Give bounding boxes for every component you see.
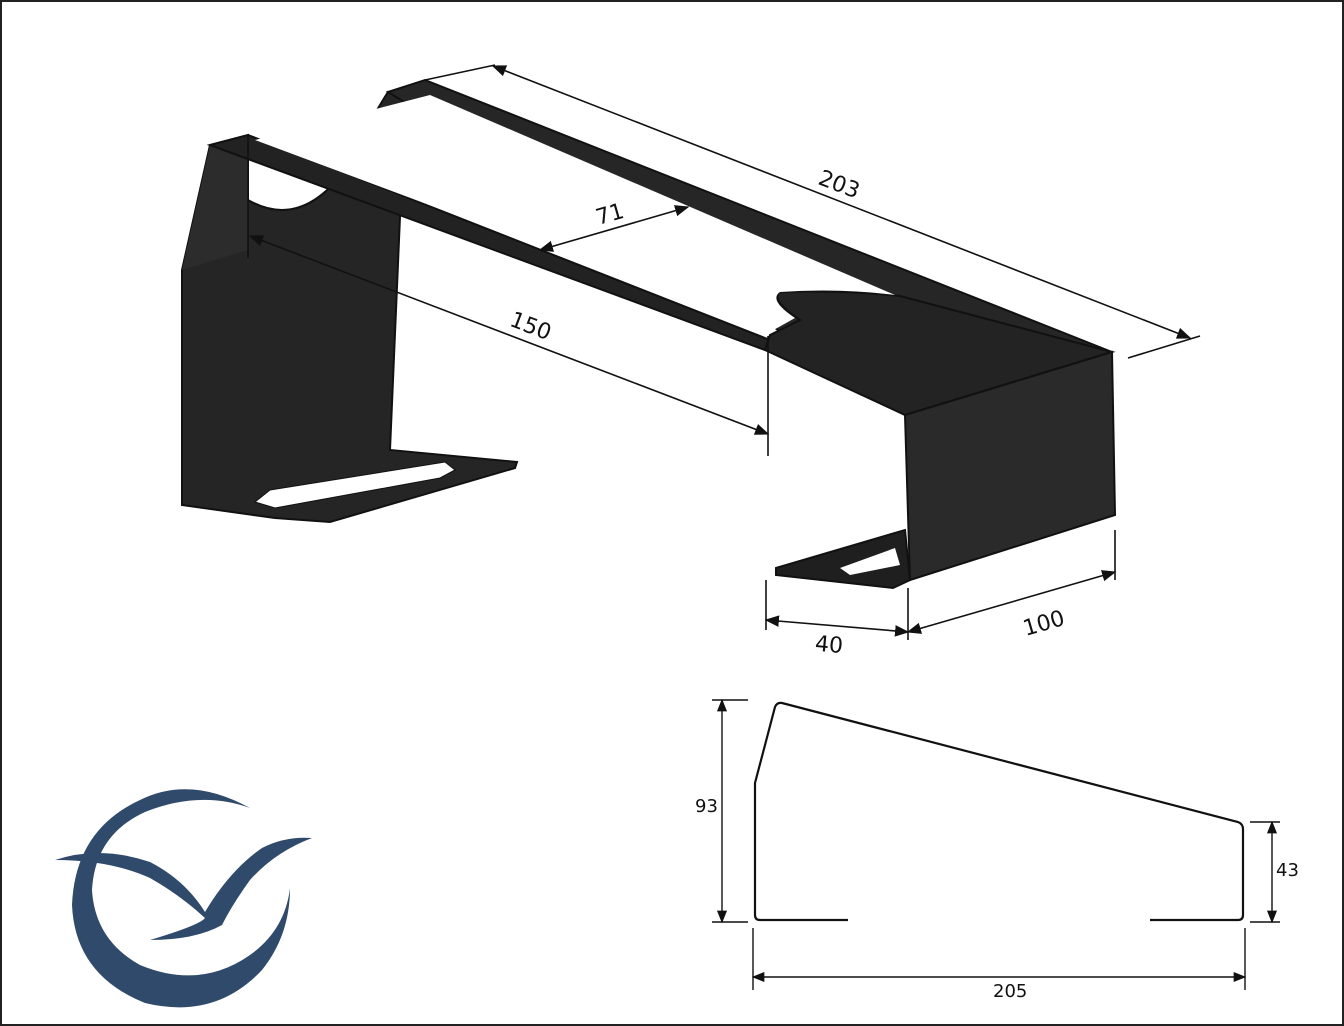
profile-outline bbox=[753, 701, 1245, 922]
right-foot-slot bbox=[840, 548, 900, 575]
profile-view bbox=[753, 701, 1245, 922]
dimension-100-line bbox=[906, 570, 1117, 634]
dimension-40-line bbox=[764, 615, 910, 637]
bird-logo bbox=[55, 789, 312, 1008]
dimension-205-label: 205 bbox=[993, 981, 1027, 1002]
bracket-isometric-view bbox=[181, 78, 1117, 590]
dimension-100-label: 100 bbox=[1020, 606, 1067, 642]
right-side-plate bbox=[903, 350, 1117, 582]
profile-dimension-lines bbox=[712, 698, 1280, 990]
dimension-203-line bbox=[491, 65, 1192, 339]
left-foot-slot bbox=[253, 461, 456, 509]
dimension-203-label: 203 bbox=[815, 166, 863, 204]
right-foot bbox=[775, 528, 912, 590]
logo-bird bbox=[55, 837, 312, 940]
logo-circle-arc bbox=[72, 789, 290, 1008]
dimension-43-label: 43 bbox=[1276, 860, 1299, 881]
dimension-150-line bbox=[248, 235, 770, 435]
left-plate-face bbox=[182, 135, 248, 270]
dimension-lines bbox=[247, 64, 1201, 640]
dimension-93-label: 93 bbox=[695, 796, 718, 817]
dimension-40-label: 40 bbox=[814, 632, 844, 659]
dimension-150-label: 150 bbox=[506, 308, 554, 346]
